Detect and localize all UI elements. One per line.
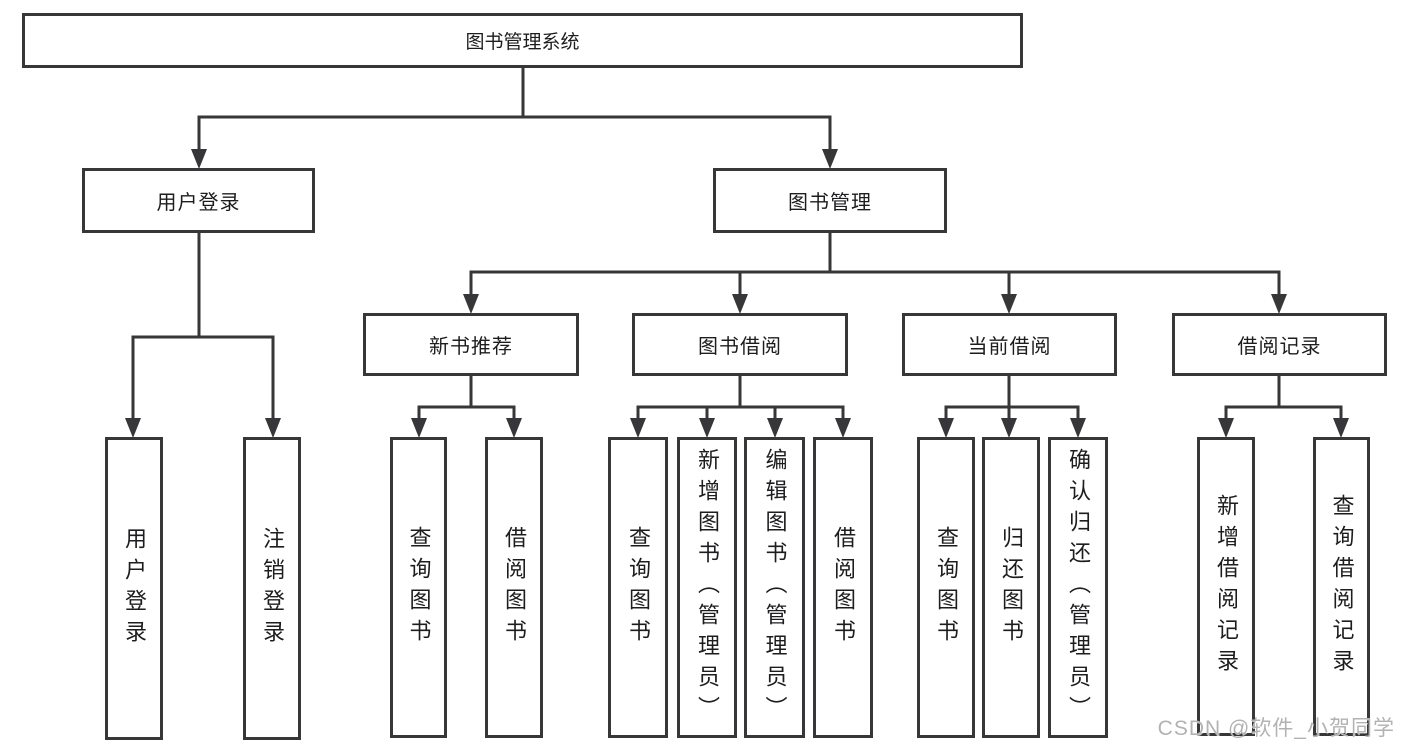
node-label: 新增借阅记录 xyxy=(1214,493,1239,680)
node-label: 当前借阅 xyxy=(967,336,1052,358)
node-label: 图书借阅 xyxy=(698,336,782,358)
node-label: 查询图书 xyxy=(934,525,959,650)
node-query-books-borrowing: 查询图书 xyxy=(608,437,668,738)
node-user-login-leaf: 用户登录 xyxy=(105,437,163,740)
node-confirm-return-admin: 确认归还（管理员） xyxy=(1048,437,1108,738)
node-label: 借阅图书 xyxy=(831,525,856,650)
node-user-login: 用户登录 xyxy=(82,168,315,233)
node-label: 用户登录 xyxy=(156,192,241,214)
node-label: 图书管理 xyxy=(788,192,872,214)
node-logout: 注销登录 xyxy=(243,437,301,740)
node-edit-books-admin: 编辑图书（管理员） xyxy=(744,437,805,738)
node-borrowing-records: 借阅记录 xyxy=(1172,313,1387,376)
node-label: 归还图书 xyxy=(999,525,1024,650)
node-label: 查询借阅记录 xyxy=(1329,493,1355,680)
node-query-books-current: 查询图书 xyxy=(917,437,975,738)
node-label: 新书推荐 xyxy=(429,336,513,358)
node-query-borrow-record: 查询借阅记录 xyxy=(1313,437,1370,736)
node-label: 查询图书 xyxy=(626,525,651,650)
node-label: 借阅图书 xyxy=(502,525,527,650)
node-new-book-recommendation: 新书推荐 xyxy=(363,313,579,376)
node-label: 注销登录 xyxy=(260,526,285,651)
node-book-borrowing: 图书借阅 xyxy=(632,313,848,376)
node-add-borrow-record: 新增借阅记录 xyxy=(1197,437,1255,736)
watermark: CSDN @软件_小贺同学 xyxy=(1157,717,1395,740)
node-label: 借阅记录 xyxy=(1237,336,1322,358)
node-library-management-system: 图书管理系统 xyxy=(22,13,1023,68)
node-borrow-books-recommend: 借阅图书 xyxy=(485,437,543,738)
node-add-books-admin: 新增图书（管理员） xyxy=(677,437,737,738)
node-label: 编辑图书（管理员） xyxy=(762,448,788,727)
node-label: 查询图书 xyxy=(406,525,432,650)
node-label: 新增图书（管理员） xyxy=(695,448,720,727)
node-book-management: 图书管理 xyxy=(713,168,947,233)
node-return-books: 归还图书 xyxy=(982,437,1040,738)
node-query-books-recommend: 查询图书 xyxy=(390,437,447,738)
node-label: 图书管理系统 xyxy=(465,32,580,53)
node-label: 确认归还（管理员） xyxy=(1066,448,1091,727)
node-label: 用户登录 xyxy=(122,526,147,651)
node-current-borrowing: 当前借阅 xyxy=(902,313,1117,376)
node-borrow-books-borrowing: 借阅图书 xyxy=(813,437,873,738)
